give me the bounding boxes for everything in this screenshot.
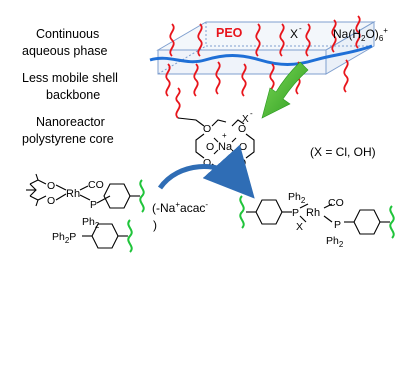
right-rhodium: Rh [306,207,320,219]
label-loss-close: ) [153,218,157,232]
left-ph2: Ph2 [82,216,100,230]
crown-ether-complex: O O O O O O Na + X - [175,87,255,171]
label-x-definition: (X = Cl, OH) [310,145,376,159]
label-sodium-hydrate: Na(H2O)6+ [333,26,388,43]
free-ph2p: Ph2P [52,231,76,245]
crown-x-charge: - [250,109,253,118]
crown-sodium: Na [218,141,233,153]
crown-x: X [242,114,249,125]
right-green-chain-right [389,205,395,239]
crown-peo-tail [175,87,181,119]
left-o-bottom: O [47,195,55,207]
label-less-mobile-shell: Less mobile shell [22,71,118,85]
crown-o-4: O [239,141,247,153]
label-peo: PEO [216,26,243,40]
green-arrow [261,61,309,119]
label-loss-na-acac: (-Na+acac- [152,200,208,215]
label-backbone: backbone [46,88,100,102]
left-co: CO [88,179,104,191]
free-phosphine: Ph2P [52,219,133,253]
crown-o-3: O [206,141,214,153]
right-green-chain-left [239,195,245,229]
right-ph2-bottom: Ph2 [326,235,344,249]
right-phosphorus-2: P [334,219,341,231]
label-counter-anion-charge: - [299,24,302,33]
crown-o-6: O [238,157,246,169]
free-green-chain [127,219,133,253]
backbone-chain [149,44,373,66]
left-rh-complex: O O Rh CO P Ph2 [26,173,145,230]
right-x: X [296,221,303,233]
crown-o-1: O [203,123,211,135]
right-rh-complex: Ph2 P Rh CO X P Ph2 [239,191,395,249]
left-o-top: O [47,180,55,192]
label-polystyrene-core: polystyrene core [22,132,114,146]
crown-o-2: O [238,123,246,135]
left-green-chain [139,179,145,213]
right-co: CO [328,197,344,209]
label-nanoreactor: Nanoreactor [36,115,105,129]
right-ph2-top: Ph2 [288,191,306,205]
curved-arrow [157,144,255,199]
label-aqueous-phase: aqueous phase [22,44,108,58]
crown-sodium-charge: + [222,131,227,140]
label-counter-anion: X [290,27,298,41]
left-rhodium: Rh [66,188,80,200]
label-continuous: Continuous [36,27,99,41]
left-phosphorus: P [90,199,97,211]
right-phosphorus-1: P [292,207,299,219]
peo-chains-top [169,15,361,57]
